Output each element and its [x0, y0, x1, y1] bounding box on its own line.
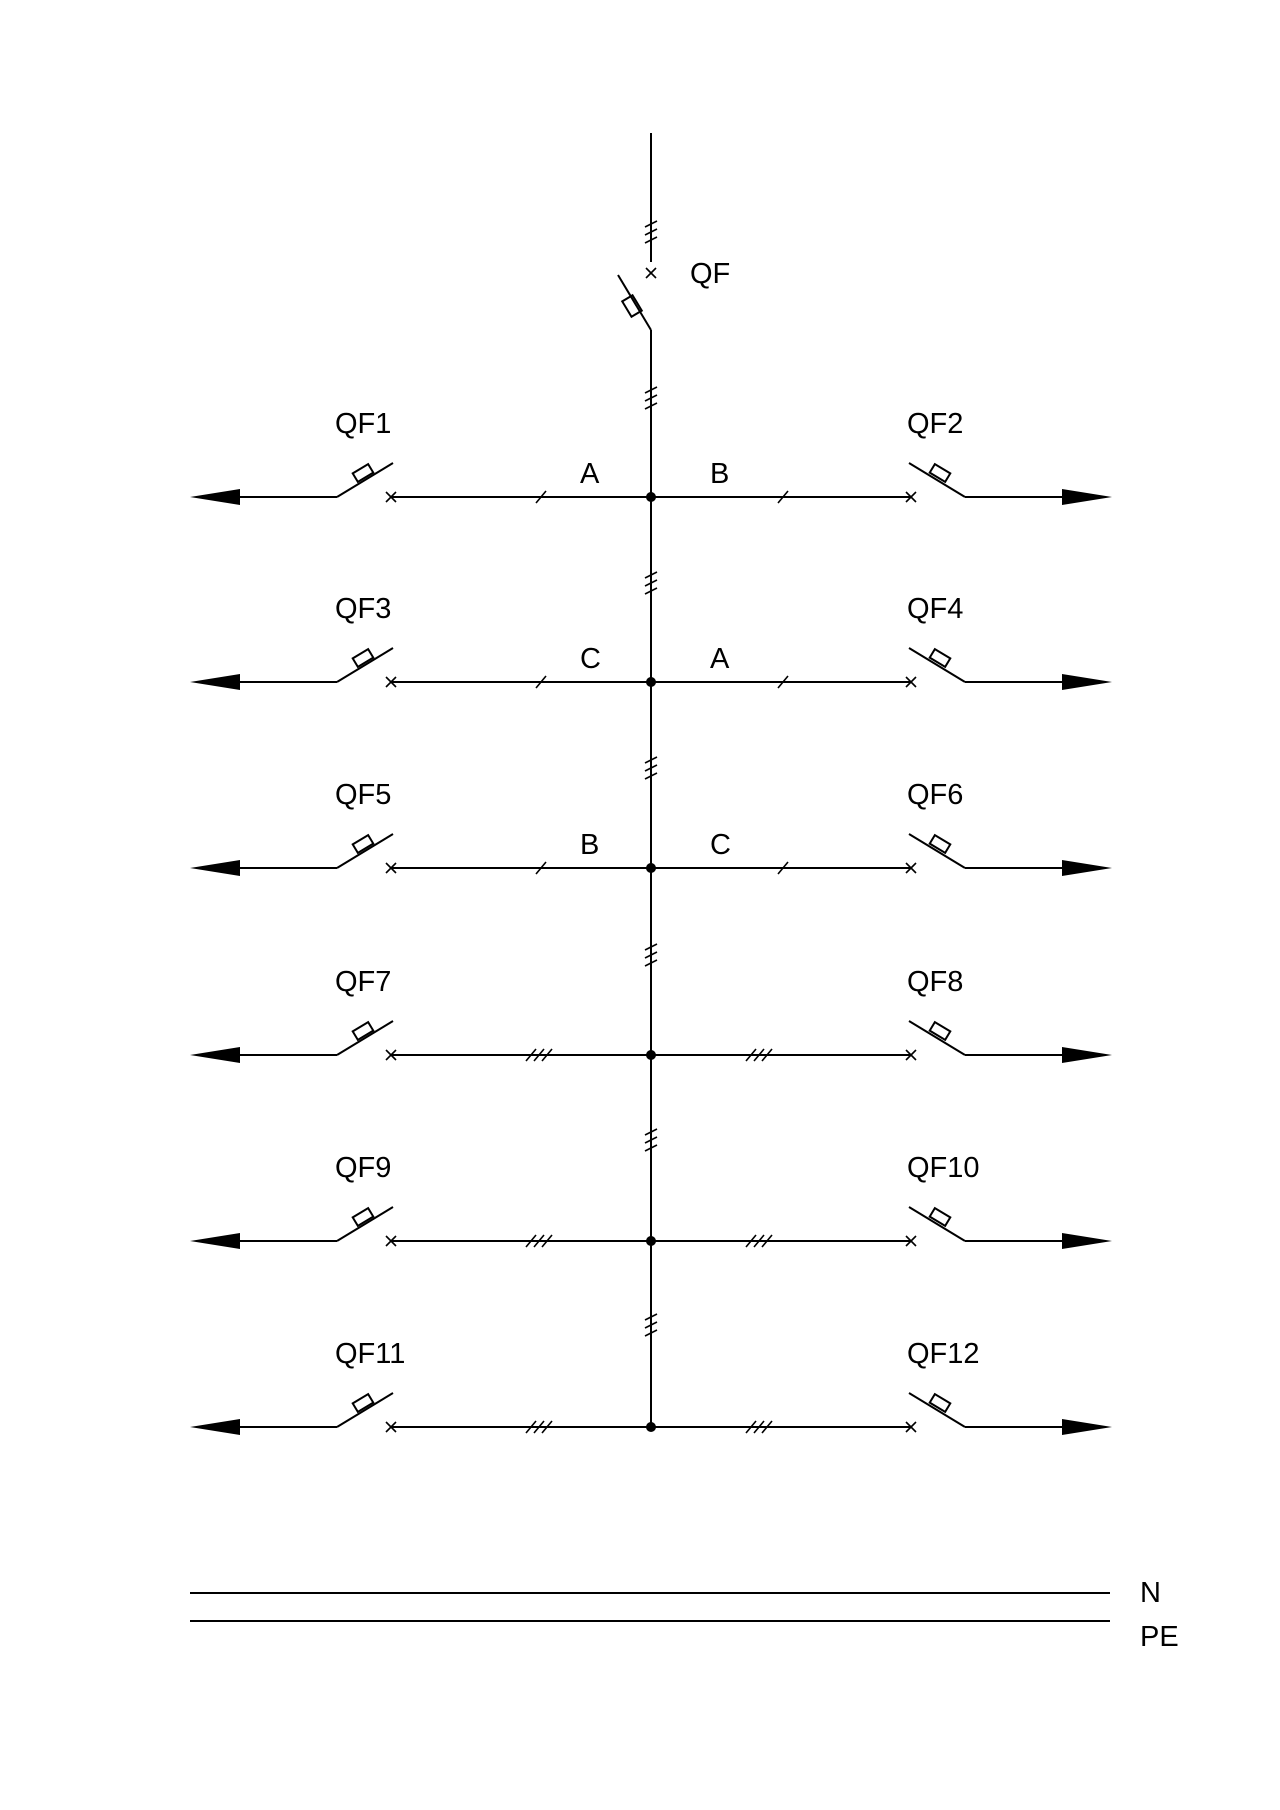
left-breaker-label: QF5: [335, 779, 391, 811]
right-arrow-icon: [1062, 860, 1112, 876]
breaker-blade: [336, 833, 394, 869]
left-breaker-label: QF9: [335, 1152, 391, 1184]
breaker-release-box: [351, 1206, 375, 1228]
breaker-blade: [908, 1020, 966, 1056]
breaker-release-box: [928, 647, 952, 669]
breaker-release-box: [351, 833, 375, 855]
left-feeder: QF9: [190, 1152, 651, 1249]
right-breaker-label: QF10: [907, 1152, 980, 1184]
branch-row: QF9 QF10: [190, 1152, 1112, 1249]
branch-row: QF7 QF8: [190, 966, 1112, 1063]
incoming-three-phase-ticks: [644, 220, 658, 244]
breaker-blade: [336, 462, 394, 498]
left-feeder: QF11: [190, 1338, 651, 1435]
right-breaker-label: QF12: [907, 1338, 980, 1370]
breaker-release-box: [928, 1020, 952, 1042]
right-phase-label: A: [710, 643, 730, 675]
left-breaker-label: QF3: [335, 593, 391, 625]
branch-row: QF11 QF12: [190, 1338, 1112, 1435]
conductors: N PE: [190, 1577, 1179, 1653]
breaker-blade: [336, 1020, 394, 1056]
breaker-blade: [336, 1206, 394, 1242]
right-breaker-label: QF2: [907, 408, 963, 440]
left-arrow-icon: [190, 860, 240, 876]
right-feeder: QF10: [651, 1152, 1112, 1249]
busbar-tick-group: [644, 1128, 658, 1152]
left-breaker-label: QF1: [335, 408, 391, 440]
right-feeder: QF12: [651, 1338, 1112, 1435]
breaker-blade: [908, 1206, 966, 1242]
neutral-conductor-label: N: [1140, 1577, 1161, 1609]
left-arrow-icon: [190, 674, 240, 690]
right-breaker-label: QF8: [907, 966, 963, 998]
busbar-tick-group: [644, 756, 658, 780]
left-feeder: QF7: [190, 966, 651, 1063]
right-arrow-icon: [1062, 674, 1112, 690]
main-breaker-label: QF: [690, 258, 730, 290]
left-breaker-label: QF7: [335, 966, 391, 998]
breaker-blade: [336, 647, 394, 683]
breaker-blade: [908, 833, 966, 869]
breaker-blade: [908, 462, 966, 498]
right-arrow-icon: [1062, 1047, 1112, 1063]
left-arrow-icon: [190, 489, 240, 505]
left-phase-label: B: [580, 829, 599, 861]
busbar-tick-group: [644, 1313, 658, 1337]
left-phase-label: A: [580, 458, 600, 490]
breaker-blade: [336, 1392, 394, 1428]
breaker-release-box: [928, 1206, 952, 1228]
left-arrow-icon: [190, 1047, 240, 1063]
busbar-three-phase-ticks: [644, 386, 658, 1337]
busbar-tick-group: [644, 571, 658, 595]
right-phase-label: C: [710, 829, 731, 861]
left-breaker-label: QF11: [335, 1338, 405, 1370]
protective-earth-conductor-label: PE: [1140, 1621, 1179, 1653]
breaker-release-box: [351, 647, 375, 669]
main-feeder: QF: [617, 133, 730, 331]
right-arrow-icon: [1062, 1419, 1112, 1435]
left-phase-label: C: [580, 643, 601, 675]
breaker-blade: [908, 1392, 966, 1428]
right-arrow-icon: [1062, 1233, 1112, 1249]
breaker-blade: [908, 647, 966, 683]
busbar-tick-group: [644, 386, 658, 410]
breaker-release-box: [351, 1020, 375, 1042]
breaker-release-box: [351, 462, 375, 484]
main-breaker-blade: [617, 274, 652, 331]
right-phase-label: B: [710, 458, 729, 490]
breaker-release-box: [928, 1392, 952, 1414]
left-arrow-icon: [190, 1419, 240, 1435]
breaker-release-box: [351, 1392, 375, 1414]
right-arrow-icon: [1062, 489, 1112, 505]
right-breaker-label: QF4: [907, 593, 963, 625]
right-breaker-label: QF6: [907, 779, 963, 811]
right-feeder: QF8: [651, 966, 1112, 1063]
busbar-tick-group: [644, 943, 658, 967]
breaker-release-box: [928, 462, 952, 484]
main-breaker-terminal-cross: [645, 267, 657, 279]
breaker-release-box: [928, 833, 952, 855]
left-arrow-icon: [190, 1233, 240, 1249]
main-breaker-release-box: [620, 293, 644, 319]
